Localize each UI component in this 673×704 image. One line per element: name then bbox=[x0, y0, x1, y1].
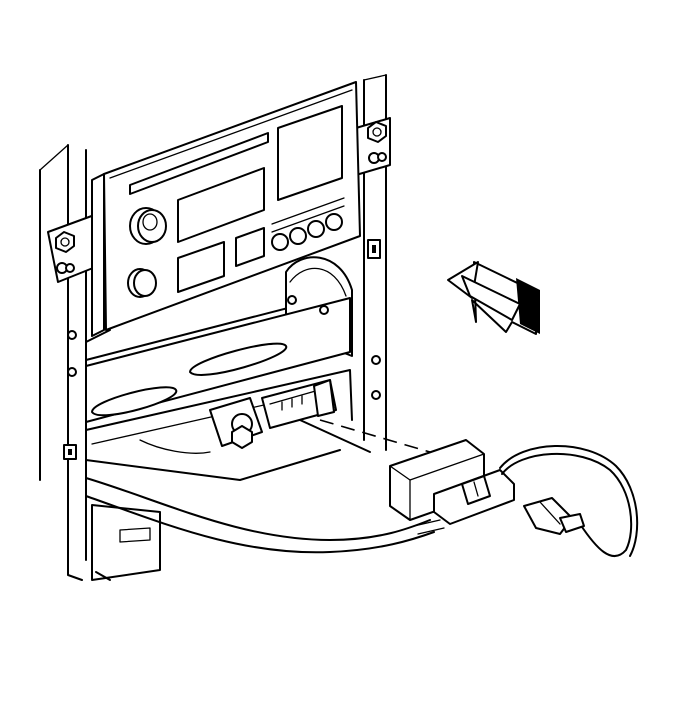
preset-buttons bbox=[271, 213, 343, 251]
pigtail-plug bbox=[523, 497, 585, 535]
radio-head-unit bbox=[91, 81, 361, 337]
ground-bolt bbox=[209, 397, 263, 449]
pigtail-wire bbox=[499, 445, 639, 557]
external-module-connector bbox=[389, 439, 515, 525]
bolt-icon bbox=[55, 231, 75, 253]
volume-knob-icon bbox=[129, 207, 167, 245]
bolt-icon bbox=[367, 121, 387, 143]
alignment-line bbox=[319, 419, 431, 453]
left-frame-post bbox=[39, 144, 87, 581]
display-window bbox=[177, 167, 265, 243]
callout-arrow-icon bbox=[447, 261, 540, 335]
cd-slot bbox=[129, 132, 269, 195]
tuning-knob-icon bbox=[127, 268, 157, 298]
dash-opening bbox=[85, 256, 353, 423]
radio-harness-connector bbox=[261, 379, 337, 429]
wiring-harness bbox=[85, 477, 445, 554]
tape-door bbox=[277, 105, 343, 201]
right-mounting-bracket bbox=[355, 117, 391, 176]
